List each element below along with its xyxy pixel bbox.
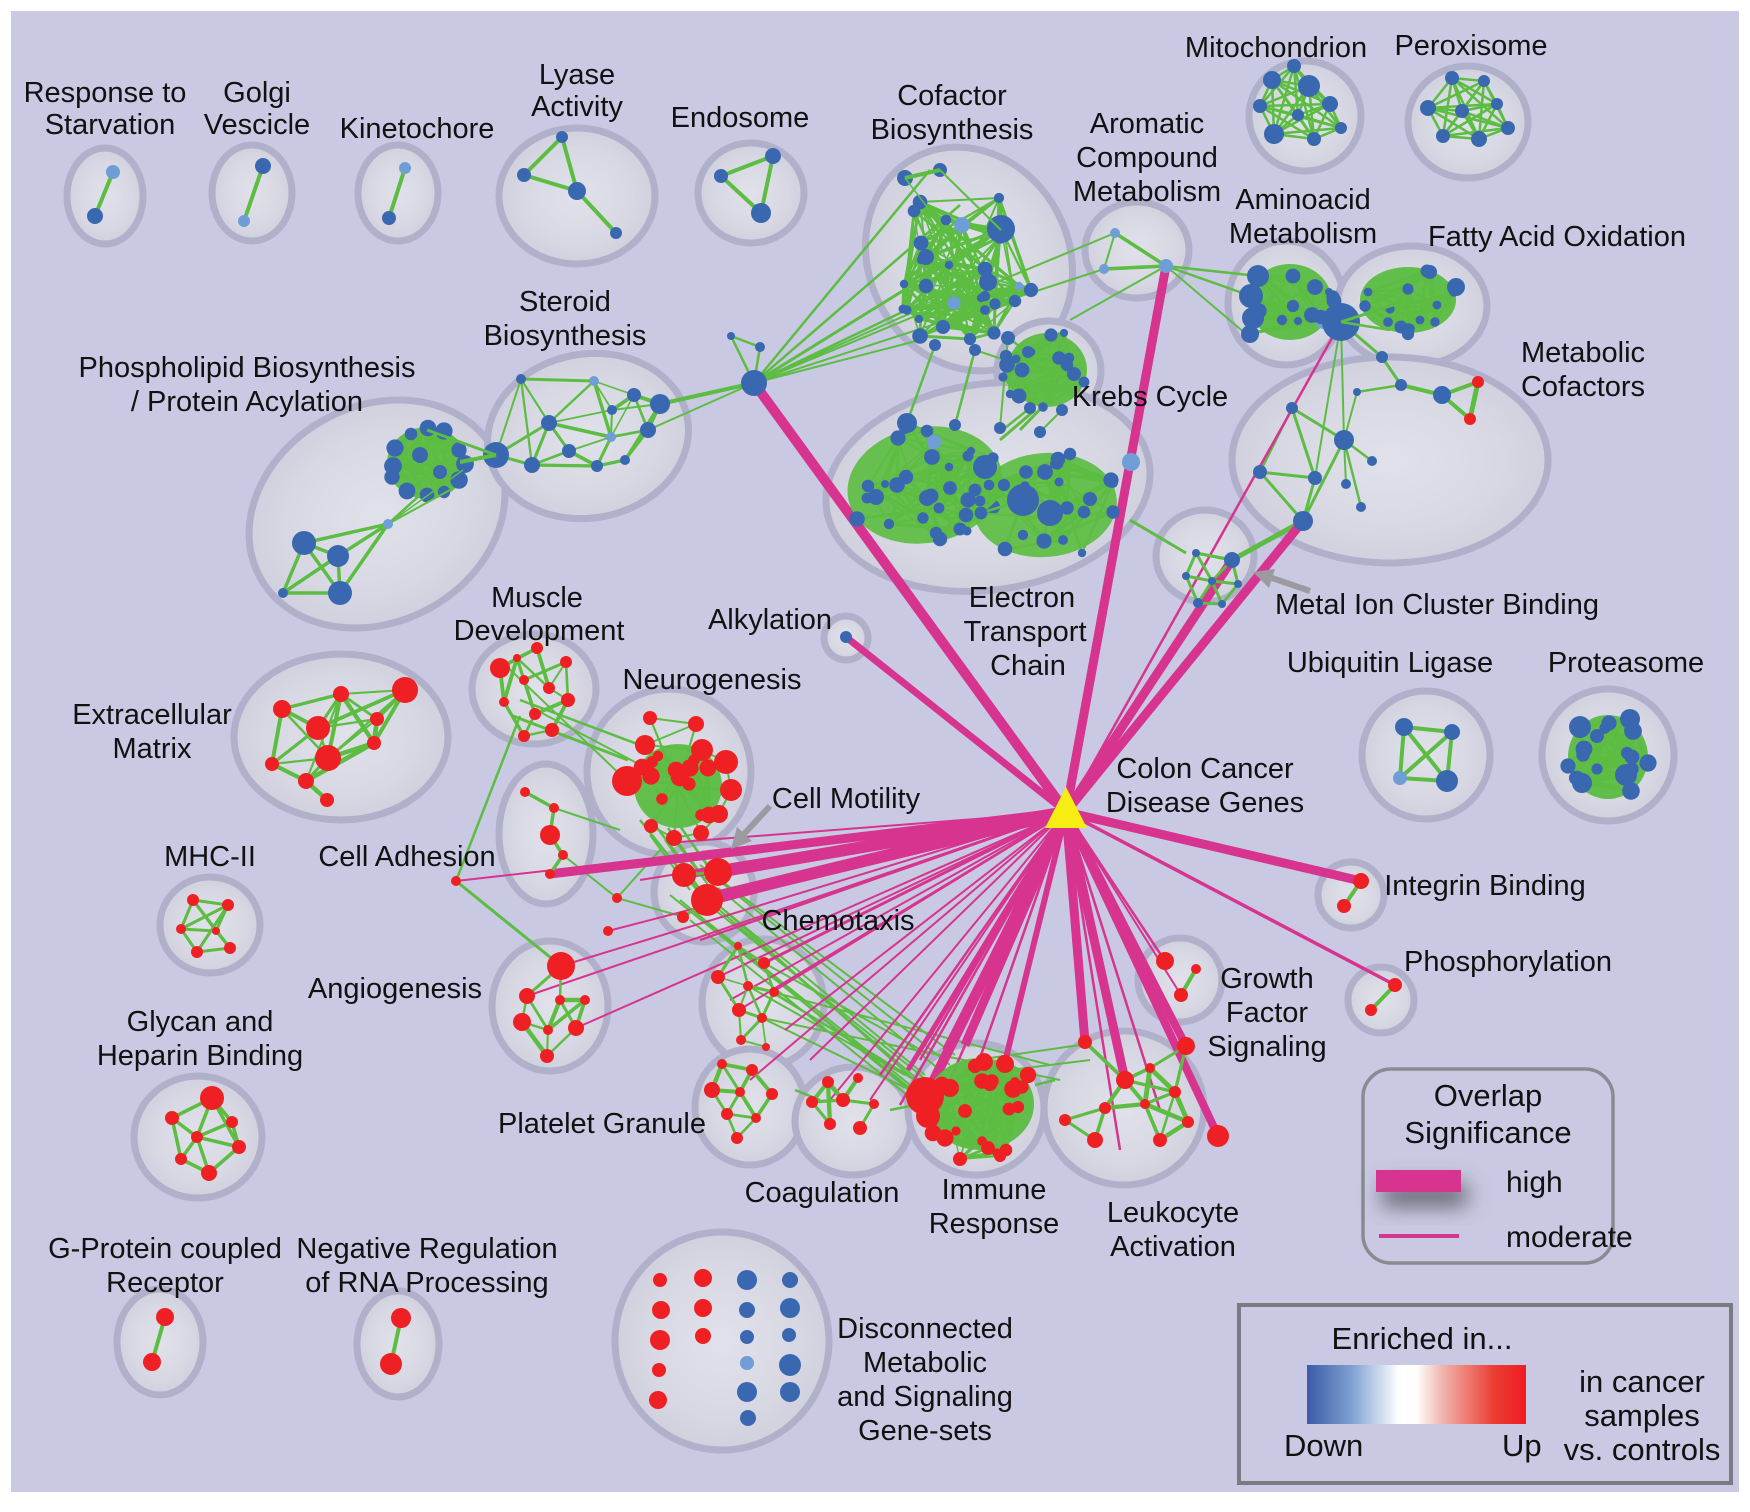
svg-text:Activation: Activation bbox=[1110, 1231, 1236, 1263]
svg-text:Aromatic: Aromatic bbox=[1090, 108, 1204, 140]
svg-text:Chemotaxis: Chemotaxis bbox=[761, 905, 914, 937]
svg-text:samples: samples bbox=[1584, 1398, 1699, 1433]
svg-text:Metabolic: Metabolic bbox=[863, 1347, 987, 1379]
svg-text:Response to: Response to bbox=[24, 77, 187, 109]
svg-text:Chain: Chain bbox=[990, 650, 1066, 682]
svg-text:Peroxisome: Peroxisome bbox=[1394, 30, 1547, 62]
svg-text:Metabolism: Metabolism bbox=[1073, 176, 1221, 208]
svg-text:Gene-sets: Gene-sets bbox=[858, 1415, 992, 1447]
svg-text:and Signaling: and Signaling bbox=[837, 1381, 1013, 1413]
svg-text:Kinetochore: Kinetochore bbox=[340, 113, 495, 145]
svg-text:Compound: Compound bbox=[1076, 142, 1218, 174]
svg-text:Activity: Activity bbox=[531, 91, 623, 123]
svg-text:Heparin Binding: Heparin Binding bbox=[97, 1040, 303, 1072]
svg-text:Down: Down bbox=[1284, 1428, 1363, 1463]
svg-text:Cofactors: Cofactors bbox=[1521, 371, 1645, 403]
svg-text:Alkylation: Alkylation bbox=[708, 604, 832, 636]
svg-text:/ Protein Acylation: / Protein Acylation bbox=[131, 386, 363, 418]
svg-text:Steroid: Steroid bbox=[519, 286, 611, 318]
svg-text:Factor: Factor bbox=[1226, 997, 1309, 1029]
svg-text:Ubiquitin Ligase: Ubiquitin Ligase bbox=[1287, 647, 1493, 679]
svg-text:Glycan and: Glycan and bbox=[127, 1006, 274, 1038]
svg-text:Muscle: Muscle bbox=[491, 582, 583, 614]
svg-text:Enriched in...: Enriched in... bbox=[1332, 1321, 1513, 1356]
svg-text:Disease Genes: Disease Genes bbox=[1106, 787, 1304, 819]
svg-text:Lyase: Lyase bbox=[539, 59, 615, 91]
svg-text:Metabolism: Metabolism bbox=[1229, 218, 1377, 250]
svg-text:Metabolic: Metabolic bbox=[1521, 337, 1645, 369]
svg-text:Neurogenesis: Neurogenesis bbox=[623, 664, 802, 696]
svg-text:Golgi: Golgi bbox=[223, 77, 291, 109]
svg-text:G-Protein coupled: G-Protein coupled bbox=[48, 1233, 282, 1265]
svg-text:Negative Regulation: Negative Regulation bbox=[296, 1233, 557, 1265]
svg-text:Signaling: Signaling bbox=[1207, 1031, 1326, 1063]
svg-text:Extracellular: Extracellular bbox=[72, 699, 232, 731]
svg-text:Fatty Acid Oxidation: Fatty Acid Oxidation bbox=[1428, 221, 1686, 253]
svg-text:Vescicle: Vescicle bbox=[204, 109, 310, 141]
svg-text:Immune: Immune bbox=[942, 1174, 1047, 1206]
svg-text:Angiogenesis: Angiogenesis bbox=[308, 973, 482, 1005]
svg-text:Colon Cancer: Colon Cancer bbox=[1116, 753, 1294, 785]
svg-text:Aminoacid: Aminoacid bbox=[1235, 184, 1370, 216]
svg-text:of RNA Processing: of RNA Processing bbox=[305, 1267, 548, 1299]
svg-text:Integrin Binding: Integrin Binding bbox=[1384, 870, 1586, 902]
svg-text:Disconnected: Disconnected bbox=[837, 1313, 1013, 1345]
svg-text:Cofactor: Cofactor bbox=[897, 80, 1007, 112]
svg-text:Cell Adhesion: Cell Adhesion bbox=[318, 841, 495, 873]
svg-text:Krebs Cycle: Krebs Cycle bbox=[1072, 381, 1228, 413]
svg-text:moderate: moderate bbox=[1506, 1221, 1633, 1254]
svg-text:Endosome: Endosome bbox=[671, 102, 810, 134]
svg-text:Mitochondrion: Mitochondrion bbox=[1185, 32, 1367, 64]
svg-text:Growth: Growth bbox=[1220, 963, 1313, 995]
svg-text:high: high bbox=[1506, 1166, 1563, 1199]
svg-text:Proteasome: Proteasome bbox=[1548, 647, 1704, 679]
svg-text:Biosynthesis: Biosynthesis bbox=[871, 114, 1034, 146]
svg-text:Cell Motility: Cell Motility bbox=[772, 783, 921, 815]
svg-text:Platelet Granule: Platelet Granule bbox=[498, 1108, 706, 1140]
svg-text:Response: Response bbox=[929, 1208, 1060, 1240]
svg-text:Metal Ion Cluster Binding: Metal Ion Cluster Binding bbox=[1275, 589, 1599, 621]
svg-text:MHC-II: MHC-II bbox=[164, 841, 256, 873]
svg-text:Matrix: Matrix bbox=[113, 733, 192, 765]
svg-text:Significance: Significance bbox=[1404, 1115, 1571, 1150]
svg-text:Coagulation: Coagulation bbox=[745, 1177, 900, 1209]
svg-text:Development: Development bbox=[454, 615, 625, 647]
svg-text:Transport: Transport bbox=[963, 616, 1086, 648]
svg-text:Phosphorylation: Phosphorylation bbox=[1404, 946, 1612, 978]
svg-text:Leukocyte: Leukocyte bbox=[1107, 1197, 1239, 1229]
svg-text:Phospholipid Biosynthesis: Phospholipid Biosynthesis bbox=[79, 352, 416, 384]
svg-text:Biosynthesis: Biosynthesis bbox=[484, 320, 647, 352]
svg-text:in cancer: in cancer bbox=[1579, 1364, 1705, 1399]
svg-text:Up: Up bbox=[1502, 1428, 1542, 1463]
svg-text:Receptor: Receptor bbox=[106, 1267, 224, 1299]
svg-text:Electron: Electron bbox=[969, 582, 1075, 614]
svg-text:Overlap: Overlap bbox=[1434, 1078, 1543, 1113]
svg-text:Starvation: Starvation bbox=[45, 109, 176, 141]
svg-text:vs. controls: vs. controls bbox=[1564, 1432, 1721, 1467]
